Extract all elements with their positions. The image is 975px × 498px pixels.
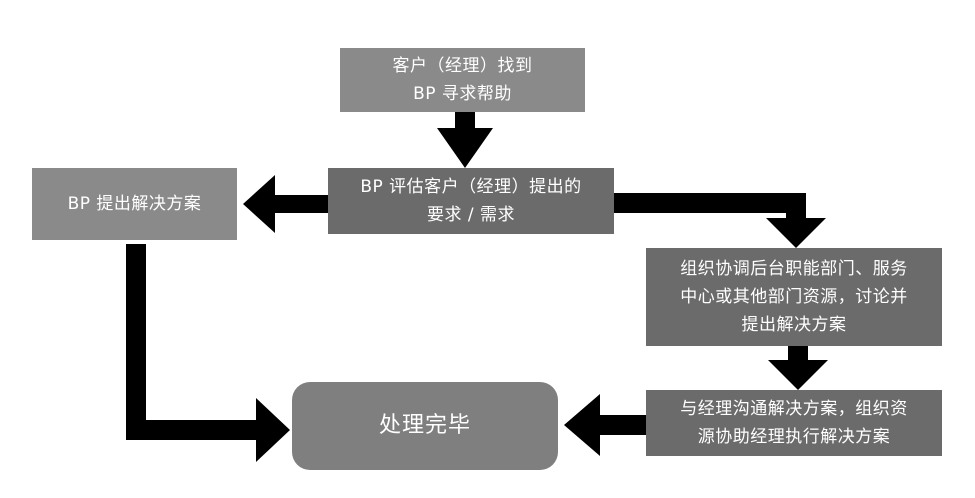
node-text-line: 要求 / 需求 (426, 205, 516, 225)
node-text-line: BP 评估客户（经理）提出的 (360, 177, 582, 197)
node-bp-proposes-solution: BP 提出解决方案 (32, 168, 237, 240)
node-text-line: 处理完毕 (378, 413, 471, 438)
node-text-line: BP 提出解决方案 (67, 194, 202, 214)
node-text-line: 与经理沟通解决方案，组织资 (680, 399, 908, 419)
node-text-line: 中心或其他部门资源，讨论并 (680, 287, 908, 307)
arrow-n4-to-n5 (768, 346, 828, 390)
arrow-n2-to-n3 (243, 175, 328, 233)
node-text-line: 客户（经理）找到 (392, 56, 533, 76)
node-text-line: BP 寻求帮助 (413, 84, 512, 104)
arrow-n3-to-n6 (126, 244, 290, 462)
node-text-line: 源协助经理执行解决方案 (697, 427, 891, 447)
arrow-n1-to-n2 (437, 112, 493, 168)
node-coordinate-departments: 组织协调后台职能部门、服务 中心或其他部门资源，讨论并 提出解决方案 (646, 248, 942, 346)
node-text-line: 提出解决方案 (741, 315, 847, 335)
arrow-n2-to-n4 (614, 193, 826, 248)
arrow-n5-to-n6 (564, 394, 646, 456)
node-bp-evaluates-requirements: BP 评估客户（经理）提出的 要求 / 需求 (328, 168, 614, 234)
node-client-seeks-bp: 客户（经理）找到 BP 寻求帮助 (340, 48, 585, 112)
node-communicate-and-execute: 与经理沟通解决方案，组织资 源协助经理执行解决方案 (646, 390, 942, 456)
node-processing-complete: 处理完毕 (292, 382, 558, 470)
node-text-line: 组织协调后台职能部门、服务 (680, 259, 908, 279)
